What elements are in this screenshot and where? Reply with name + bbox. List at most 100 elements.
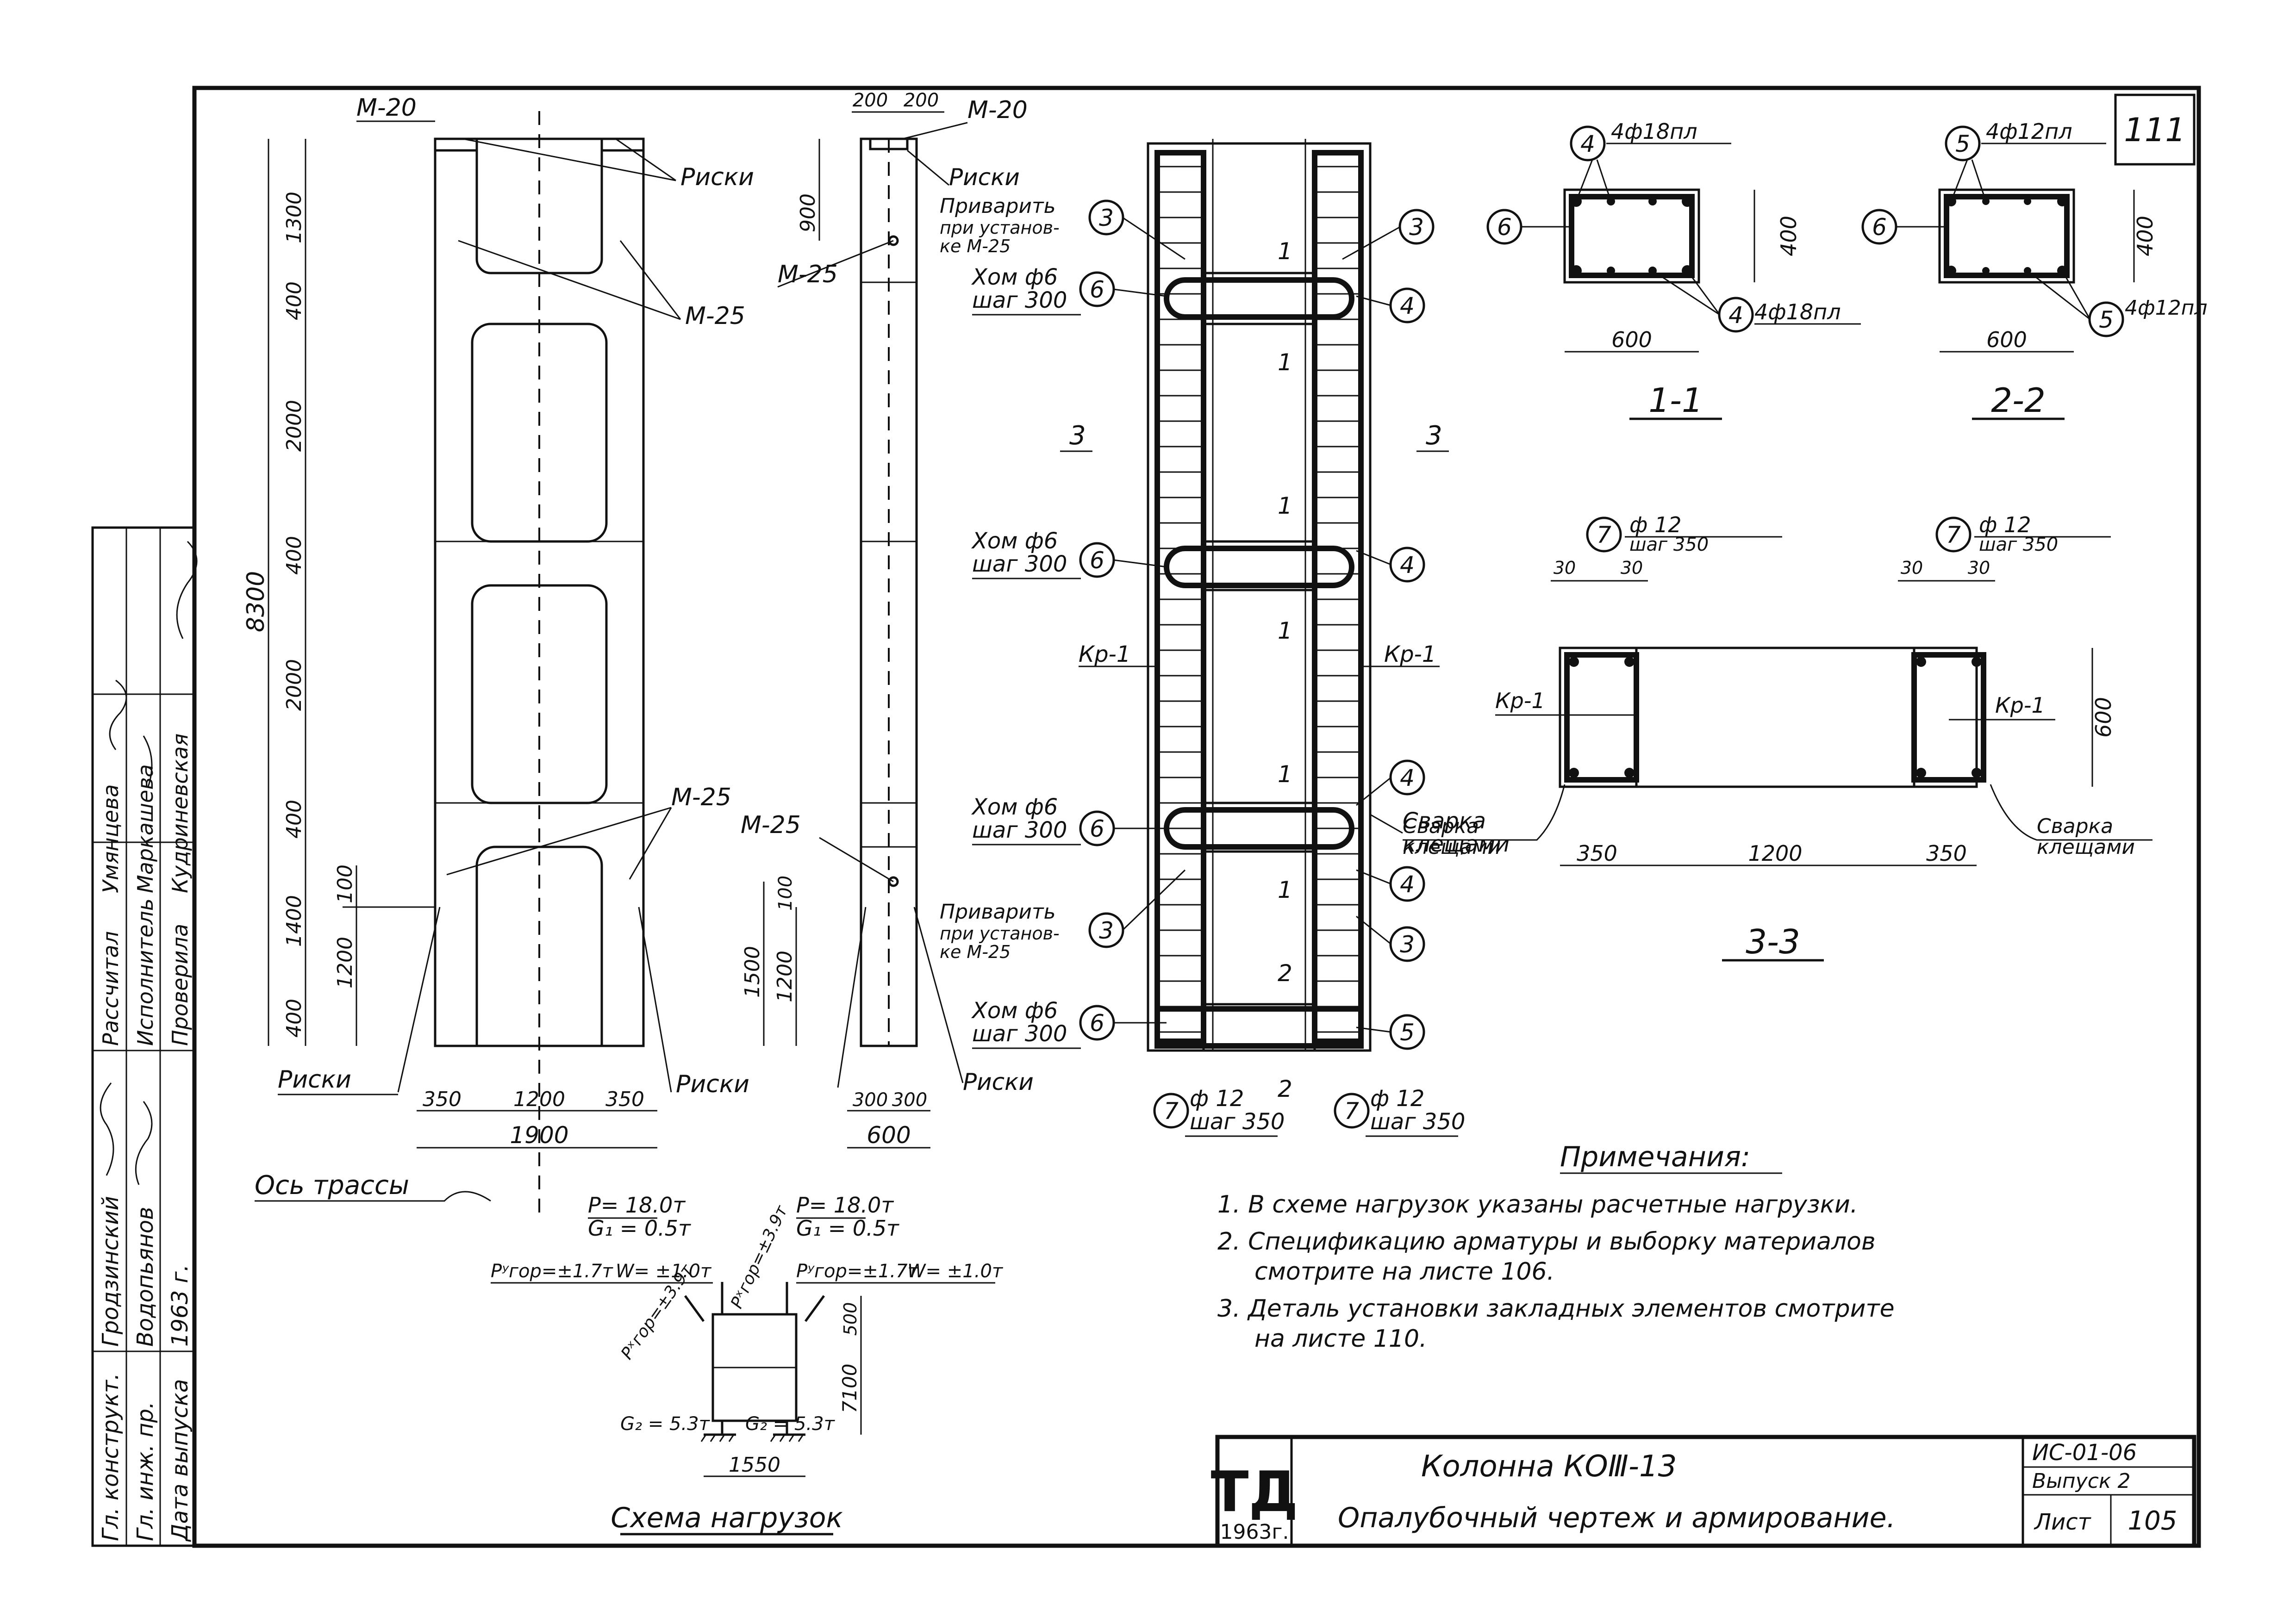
s11-pos-bottom: 4 [1728,302,1743,329]
load-dim-500: 500 [840,1302,861,1336]
stamp-name-1: Гродзинский [98,1196,124,1347]
s11-dim-h: 400 [1776,216,1801,256]
sheet-value: 105 [2128,1506,2177,1536]
dim-1900: 1900 [510,1122,568,1149]
stamp-name-3: 1963 г. [167,1264,193,1347]
weld-pincers-2: клещами [1403,831,1510,857]
reinforcement-view: 3 3 1 1 1 1 1 1 2 2 Хом ф6 шаг 300 Хом ф… [971,139,1510,1137]
s33-title: 3-3 [1746,922,1800,961]
stamp-name-5: Маркашева [133,764,158,893]
side-m25-lower: М-25 [741,811,801,839]
stamp-role-4: Рассчитал [98,931,123,1046]
s33-pos-right: 7 [1946,522,1961,548]
section-marker-3-left: 3 [1069,421,1086,451]
sheet-number: 111 [2124,111,2186,149]
load-dim-7100: 7100 [838,1364,861,1413]
load-phor-right: Pʸгор=±1.7т [796,1261,919,1282]
pos-4-a: 4 [1400,292,1415,319]
load-g2-left: G₂ = 5.3т [620,1413,711,1435]
load-g2-right: G₂ = 5.3т [745,1413,836,1435]
clamp-step-1: шаг 300 [972,287,1067,313]
dim-200-b: 200 [904,90,939,111]
pos-4-b: 4 [1400,552,1415,578]
s33-weld-right-1: Сварка [2037,815,2113,838]
sheet-frame: 1 1 1 [192,86,2201,1548]
s22-pos-bottom: 5 [2099,306,2114,333]
stirrup-ticks-left [1157,166,1204,1033]
dim-1300: 1300 [282,192,306,243]
pos-3-b: 3 [1409,214,1424,241]
section-marker-1-a: 1 [1278,238,1292,265]
s33-dim-1200: 1200 [1748,841,1802,866]
side-stamp: Гл. конструкт. Гродзинский Гл. инж. пр. … [91,526,198,1547]
product-title: Колонна КОⅢ-13 [1421,1449,1677,1484]
s11-title: 1-1 [1648,381,1703,420]
series-code: ИС-01-06 [2032,1440,2137,1466]
dim-2000-b: 2000 [282,659,306,711]
pos-6-c: 6 [1090,815,1104,842]
note-3-cont: на листе 110. [1254,1325,1427,1353]
s33-dim-30-b: 30 [1621,558,1643,578]
dim-200-a: 200 [853,90,888,111]
s33-weld-left-2: клещами [1403,835,1501,859]
side-weld-note-lower-2: при установ- [940,923,1060,944]
pos-6-a: 6 [1090,276,1104,303]
mark-m25-lower: М-25 [671,784,731,811]
section-3-3: 7 ф 12 шаг 350 7 ф 12 шаг 350 30 30 30 3… [1403,512,2152,962]
dim-1400: 1400 [282,895,306,947]
position-bubbles: 3 3 4 6 6 4 4 6 4 3 3 6 5 7 7 [1079,199,1435,1129]
pos-3-a: 3 [1099,205,1114,231]
pos-6-b: 6 [1090,547,1104,574]
notes: Примечания: 1. В схеме нагрузок указаны … [1217,1141,1895,1353]
load-g1-left: G₁ = 0.5т [588,1216,691,1241]
dim-2000-a: 2000 [282,400,306,452]
title-block: ТД 1963г. Колонна КОⅢ-13 Опалубочный чер… [1211,1435,2196,1548]
section-marker-1-c: 1 [1278,492,1292,519]
clamp-step-3: шаг 300 [972,817,1067,843]
load-p-left: P= 18.0т [588,1193,686,1218]
s33-weld-right-2: клещами [2037,835,2135,859]
load-phor-left: Pʸгор=±1.7т [491,1261,614,1282]
section-marker-3-right: 3 [1426,421,1442,451]
side-weld-note-lower-3: ке М-25 [940,942,1011,962]
stamp-letters: ТД [1211,1460,1298,1524]
dim-350-left: 350 [423,1088,462,1111]
s22-dim-w: 600 [1986,327,2027,352]
s33-step-left: шаг 350 [1629,534,1709,555]
s33-dim-350-left: 350 [1577,841,1617,866]
section-marker-1-d: 1 [1278,617,1292,644]
clamp-label-2: Хом ф6 [971,528,1058,554]
note-1: 1. В схеме нагрузок указаны расчетные на… [1217,1191,1858,1219]
side-weld-note-3: ке М-25 [940,236,1011,256]
load-px-right: Pˣгор=±3.9т [727,1202,792,1312]
section-marker-1-b: 1 [1278,349,1292,376]
dim-1200: 1200 [333,937,357,989]
s22-pos-top: 5 [1955,131,1970,157]
pos-3-d: 3 [1400,931,1415,958]
pos-6-d: 6 [1090,1010,1104,1037]
side-dim-1200: 1200 [773,951,797,1002]
side-weld-note-2: при установ- [940,218,1060,238]
weld-pincers-1: Сварка [1403,808,1486,834]
kr-right: Кр-1 [1384,641,1436,667]
stamp-role-6: Проверила [168,924,193,1046]
pos-3-c: 3 [1099,917,1114,944]
side-view: 200 200 М-20 Риски Приварить при установ… [741,90,1060,1149]
s33-step-right: шаг 350 [1979,534,2058,555]
dim-400-d: 400 [282,999,306,1038]
dim-1200-bottom: 1200 [513,1088,565,1111]
section-marker-1-f: 1 [1278,877,1292,903]
load-g1-right: G₁ = 0.5т [796,1216,899,1241]
load-p-right: P= 18.0т [796,1193,894,1218]
clamp-label-3: Хом ф6 [971,794,1058,820]
dim-8300: 8300 [242,571,270,632]
bottom-step-right: шаг 350 [1370,1109,1465,1135]
s33-bar-left: ф 12 [1629,512,1681,537]
s33-dim-h: 600 [2091,697,2116,738]
s33-dim-30-a: 30 [1554,558,1576,578]
risks-bottom-right: Риски [676,1070,749,1098]
s22-pos-side: 6 [1872,214,1887,241]
stamp-role-1: Гл. конструкт. [98,1373,124,1541]
side-mark-m20: М-20 [967,96,1028,124]
stamp-role-5: Исполнитель [133,898,158,1046]
